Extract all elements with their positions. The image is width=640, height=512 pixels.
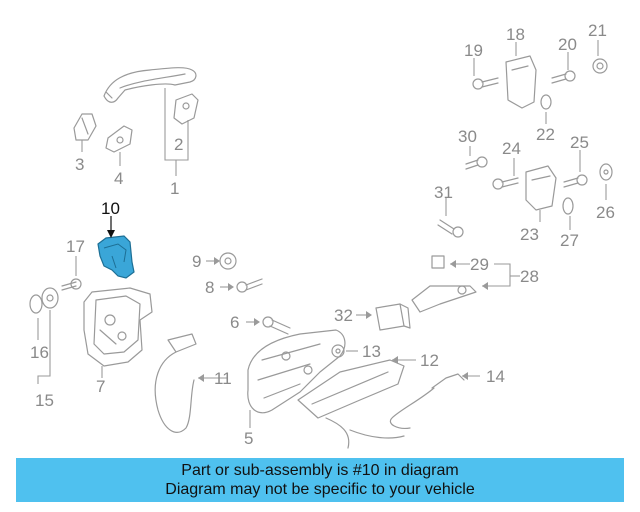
banner-line-2: Diagram may not be specific to your vehi… (165, 481, 475, 498)
callout-20: 20 (558, 35, 577, 54)
callout-12: 12 (420, 351, 439, 370)
callout-27: 27 (560, 231, 579, 250)
callout-16: 16 (30, 343, 49, 362)
callout-9: 9 (192, 252, 201, 271)
part-2-bracket (173, 93, 199, 125)
part-11-cable (154, 333, 197, 433)
part-13-washer (331, 344, 345, 358)
callout-30: 30 (458, 127, 477, 146)
callout-15: 15 (35, 391, 54, 410)
part-19-bolt (472, 77, 499, 90)
banner-line-1: Part or sub-assembly is #10 in diagram (181, 462, 459, 479)
part-21-cap (592, 58, 608, 74)
part-18-hinge-upper (505, 55, 537, 109)
callout-24: 24 (502, 139, 521, 158)
callout-17: 17 (66, 237, 85, 256)
part-7-lock-housing (83, 287, 153, 367)
part-31-bolt (437, 219, 464, 238)
callout-4: 4 (114, 169, 123, 188)
callout-26: 26 (596, 203, 615, 222)
callout-29: 29 (470, 255, 489, 274)
callout-19: 19 (464, 41, 483, 60)
part-27-bushing (562, 197, 574, 215)
callout-6: 6 (230, 313, 239, 332)
callout-28: 28 (520, 267, 539, 286)
part-30-bolt (465, 156, 488, 170)
callout-32: 32 (334, 306, 353, 325)
callout-18: 18 (506, 25, 525, 44)
part-25-bolt (563, 174, 588, 188)
part-20-bolt (551, 70, 576, 84)
parts-diagram: 1 2 3 4 5 6 7 8 9 10 11 12 13 14 15 16 1… (29, 21, 615, 449)
callout-10: 10 (101, 199, 120, 218)
callout-2: 2 (174, 135, 183, 154)
callout-25: 25 (570, 133, 589, 152)
part-32-stop (375, 303, 411, 331)
callout-31: 31 (434, 183, 453, 202)
callout-8: 8 (205, 278, 214, 297)
part-23-hinge-lower (525, 165, 557, 211)
part-16-grommet (29, 287, 59, 314)
callout-22: 22 (536, 125, 555, 144)
part-26-cap (599, 163, 613, 181)
info-banner: Part or sub-assembly is #10 in diagram D… (16, 458, 624, 502)
callout-1: 1 (170, 179, 179, 198)
part-8-bolt (236, 278, 263, 293)
part-12-inner-cover (297, 359, 405, 449)
callout-7: 7 (96, 377, 105, 396)
callout-13: 13 (362, 342, 381, 361)
part-9-bushing (219, 252, 237, 270)
callout-14: 14 (486, 367, 505, 386)
callout-11: 11 (214, 369, 232, 388)
part-28-check-strap (411, 255, 477, 313)
part-6-bolt (262, 316, 291, 335)
part-5-door-module (247, 329, 346, 414)
callout-3: 3 (75, 155, 84, 174)
callout-5: 5 (244, 429, 253, 448)
callout-21: 21 (588, 21, 607, 40)
part-17-screw (61, 278, 82, 291)
callout-23: 23 (520, 225, 539, 244)
part-22-bushing (540, 94, 552, 110)
part-3-cap (73, 113, 97, 141)
part-1-outer-handle (103, 67, 197, 103)
part-14-cable (349, 373, 465, 439)
part-24-bolt (492, 177, 519, 190)
part-4-gasket (105, 125, 133, 153)
part-10-latch-highlighted (97, 235, 135, 279)
